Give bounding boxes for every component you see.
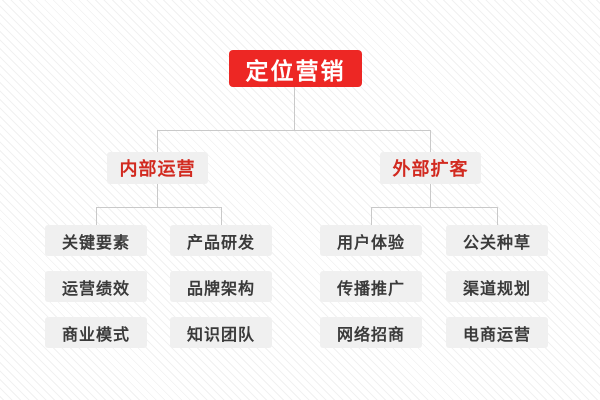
- leaf-node[interactable]: 电商运营: [446, 317, 548, 348]
- leaf-node[interactable]: 产品研发: [170, 225, 272, 256]
- leaf-node[interactable]: 用户体验: [320, 225, 422, 256]
- leaf-node[interactable]: 渠道规划: [446, 271, 548, 302]
- branch-node-internal-operations[interactable]: 内部运营: [107, 152, 208, 184]
- connector-level2-bar: [157, 130, 431, 131]
- connector-branch-1-stem: [430, 184, 431, 207]
- connector-branch-0-bar: [96, 207, 222, 208]
- leaf-node[interactable]: 公关种草: [446, 225, 548, 256]
- leaf-node[interactable]: 网络招商: [320, 317, 422, 348]
- leaf-node[interactable]: 品牌架构: [170, 271, 272, 302]
- connector-root-stem: [294, 87, 295, 130]
- leaf-node[interactable]: 商业模式: [45, 317, 147, 348]
- connector-drop-branch-1: [430, 130, 431, 152]
- connector-drop-branch-0-col-1: [221, 207, 222, 225]
- leaf-node[interactable]: 运营绩效: [45, 271, 147, 302]
- connector-branch-0-stem: [157, 184, 158, 207]
- leaf-node[interactable]: 关键要素: [45, 225, 147, 256]
- connector-drop-branch-1-col-1: [497, 207, 498, 225]
- connector-branch-1-bar: [371, 207, 498, 208]
- connector-drop-branch-0-col-0: [96, 207, 97, 225]
- connector-drop-branch-1-col-0: [371, 207, 372, 225]
- connector-drop-branch-0: [157, 130, 158, 152]
- leaf-node[interactable]: 知识团队: [170, 317, 272, 348]
- root-node[interactable]: 定位营销: [229, 50, 362, 87]
- branch-node-external-expansion[interactable]: 外部扩客: [380, 152, 481, 184]
- leaf-node[interactable]: 传播推广: [320, 271, 422, 302]
